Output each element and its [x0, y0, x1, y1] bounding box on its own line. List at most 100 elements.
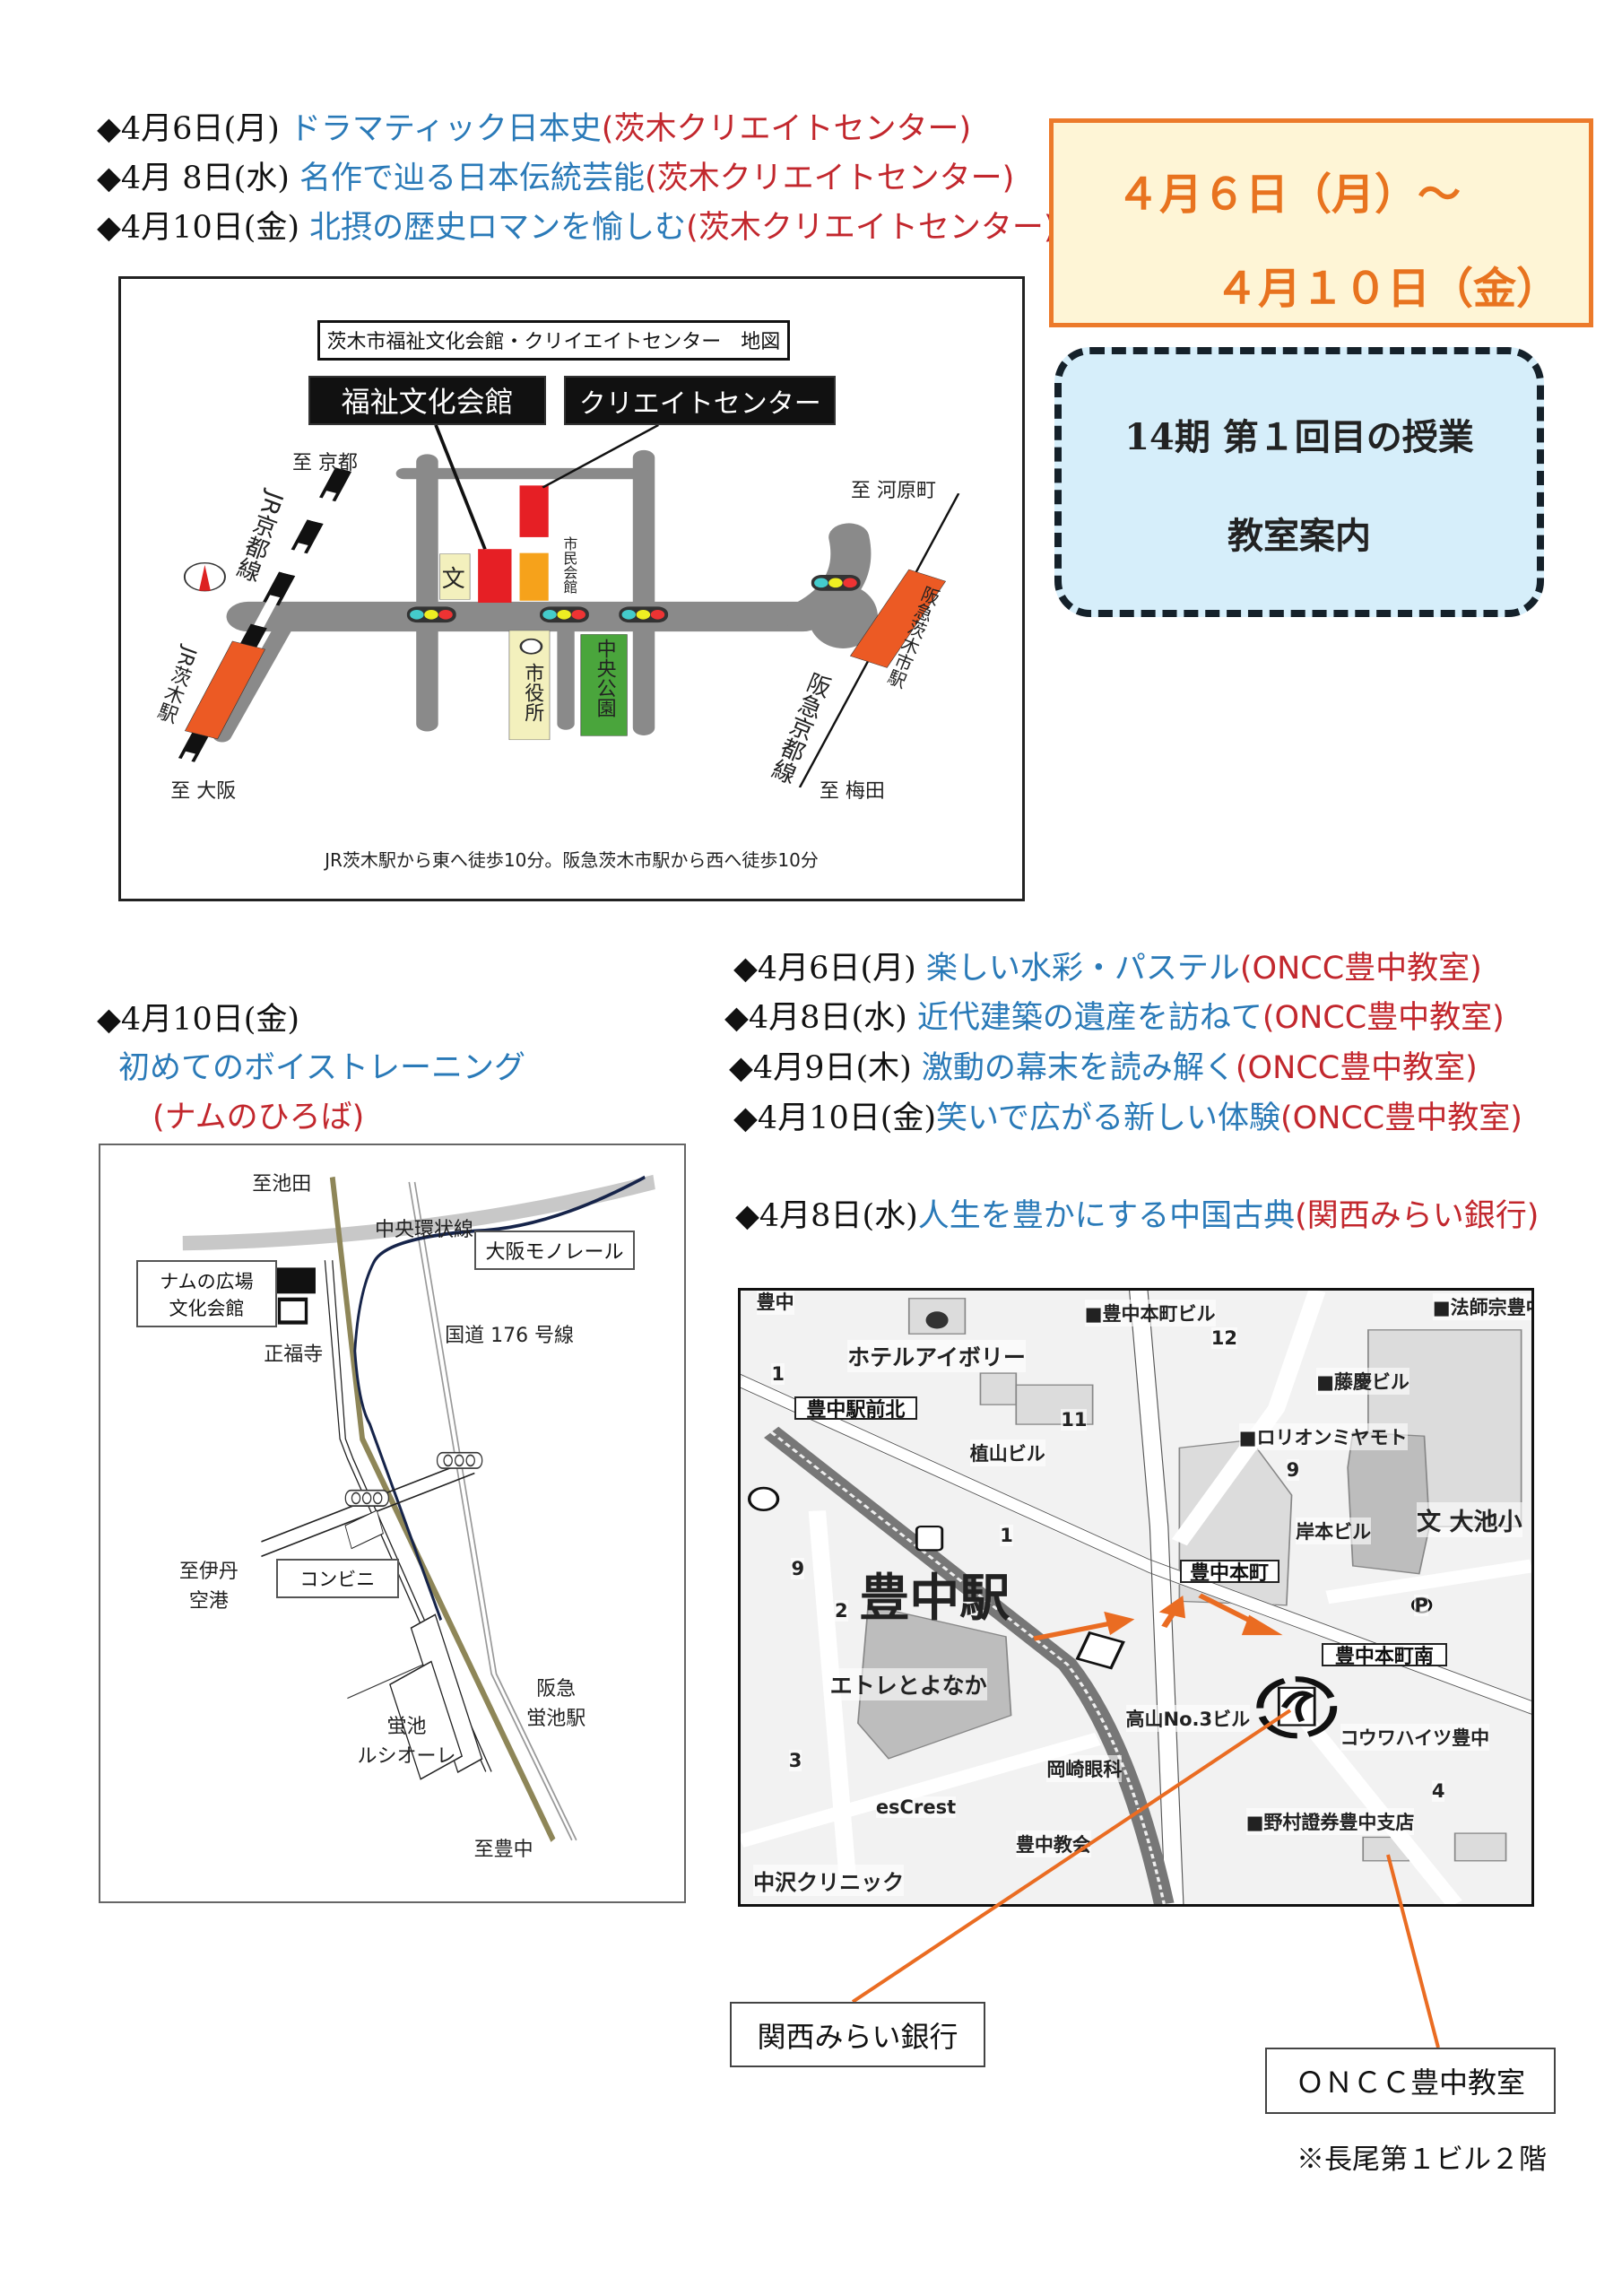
- venue: (ONCC豊中教室): [1279, 1100, 1522, 1136]
- bus-stop-label: 豊中本町: [1179, 1560, 1279, 1585]
- label: ■藤慶ビル: [1316, 1368, 1409, 1396]
- station-label: 豊中駅: [859, 1569, 1010, 1628]
- center-label: クリエイトセンター: [564, 376, 836, 426]
- venue: (茨木クリエイトセンター): [686, 210, 1056, 246]
- date-range-start: ４月６日（月）～: [1116, 170, 1462, 220]
- date: ◆4月6日(月): [733, 951, 926, 987]
- date: ◆4月10日(金): [733, 1100, 937, 1136]
- date: ◆4月10日(金): [97, 1002, 300, 1038]
- to-itami-1: 至伊丹: [178, 1561, 239, 1584]
- label: ■豊中本町ビル: [1084, 1300, 1216, 1327]
- label: ホテルアイボリー: [847, 1339, 1026, 1372]
- schedule-line: ◆4月6日(月) ドラマティック日本史(茨木クリエイトセンター): [97, 103, 971, 149]
- hotel-icon: [925, 1311, 949, 1329]
- access-note: JR茨木駅から東へ徒歩10分。阪急茨木市駅から西へ徒歩10分: [325, 849, 819, 872]
- nam-line1: ナムの広場: [160, 1270, 254, 1292]
- building-note: ※長尾第１ビル２階: [1297, 2144, 1547, 2176]
- traffic-lights: [406, 574, 861, 623]
- label: 4: [1431, 1779, 1445, 1802]
- date: ◆4月10日(金): [97, 210, 310, 246]
- label: 豊中: [756, 1291, 794, 1315]
- monorail-label: 大阪モノレール: [473, 1231, 636, 1271]
- label: ■ロリオンミヤモト: [1238, 1423, 1408, 1451]
- label: ■野村證券豊中支店: [1245, 1807, 1415, 1835]
- date: ◆4月9日(木): [729, 1050, 922, 1086]
- schedule-line: ◆4月10日(金): [97, 994, 299, 1039]
- bus-stop-label: 豊中本町南: [1322, 1642, 1447, 1668]
- station-2: 蛍池駅: [526, 1708, 586, 1731]
- schedule-line: ◆4月8日(水)人生を豊かにする中国古典(関西みらい銀行): [735, 1190, 1539, 1236]
- to-itami-2: 空港: [188, 1590, 229, 1613]
- label: 中沢クリニック: [753, 1864, 905, 1896]
- nam-hall-label: ナムの広場文化会館: [136, 1260, 277, 1328]
- nam-line2: 文化会館: [169, 1297, 245, 1319]
- venue: (ONCC豊中教室): [1239, 951, 1482, 987]
- label: P: [1414, 1594, 1428, 1616]
- info-box: 14期 第１回目の授業 教室案内: [1054, 347, 1544, 617]
- station-label: 阪急蛍池駅: [526, 1674, 585, 1734]
- lucciole-2: ルシオーレ: [357, 1745, 456, 1769]
- lucciole-1: 蛍池: [386, 1716, 427, 1739]
- police-icon: [747, 1486, 780, 1511]
- venue: (関西みらい銀行): [1295, 1198, 1540, 1234]
- route176-label: 国道 176 号線: [445, 1324, 575, 1347]
- civic-hall-label: 市民会館: [560, 535, 578, 594]
- info-title: 14期 第１回目の授業: [1124, 416, 1474, 458]
- hotarugaike-map: 至池田 中央環状線 大阪モノレール ナムの広場文化会館 正福寺 国道 176 号…: [99, 1144, 686, 1903]
- to-itami-label: 至伊丹空港: [179, 1557, 239, 1616]
- city-office-label: 市役所: [521, 663, 544, 723]
- course-title: 楽しい水彩・パステル: [925, 951, 1240, 987]
- course-title: ドラマティック日本史: [289, 111, 602, 147]
- label: 岡崎眼科: [1046, 1755, 1123, 1783]
- venue: (茨木クリエイトセンター): [645, 161, 1015, 196]
- lucciole-label: 蛍池ルシオーレ: [357, 1712, 455, 1771]
- konbini-label: コンビニ: [275, 1559, 399, 1598]
- label: ■法師宗豊中: [1432, 1293, 1531, 1321]
- central-park-label: 中央公園: [593, 638, 616, 718]
- schedule-line: ◆4月10日(金) 北摂の歴史ロマンを愉しむ(茨木クリエイトセンター): [97, 202, 1055, 248]
- course-title: 近代建築の遺産を訪ねて: [916, 1000, 1262, 1036]
- course-title: 初めてのボイストレーニング: [118, 1050, 525, 1086]
- label: 12: [1210, 1327, 1238, 1350]
- to-ikeda-label: 至池田: [252, 1173, 312, 1196]
- to-osaka-label: 至 大阪: [170, 779, 237, 803]
- date: ◆4月8日(水): [724, 1000, 917, 1036]
- school-icon: 文: [441, 566, 465, 594]
- date-range-box: ４月６日（月）～ ４月１０日（金）: [1049, 118, 1593, 327]
- ibaraki-map: 茨木市福祉文化会館・クリイエイトセンター 地図 福祉文化会館 クリエイトセンター…: [118, 276, 1025, 901]
- label: 岸本ビル: [1296, 1518, 1372, 1545]
- venue: (ナムのひろば): [152, 1100, 365, 1135]
- course-title: 名作で辿る日本伝統芸能: [299, 161, 646, 196]
- label: 9: [791, 1557, 805, 1579]
- venue: (茨木クリエイトセンター): [601, 111, 972, 147]
- oncc-callout: ＯＮＣＣ豊中教室: [1265, 2048, 1556, 2114]
- station-1: 阪急: [536, 1678, 577, 1701]
- to-kawaramachi-label: 至 河原町: [851, 479, 937, 502]
- to-umeda-label: 至 梅田: [819, 779, 885, 803]
- label: 1: [771, 1362, 785, 1385]
- label: コウワハイツ豊中: [1340, 1723, 1490, 1751]
- hall-label: 福祉文化会館: [308, 375, 547, 426]
- label: 3: [788, 1749, 802, 1771]
- schedule-line: ◆4月8日(水) 近代建築の遺産を訪ねて(ONCC豊中教室): [724, 992, 1505, 1038]
- temple-label: 正福寺: [264, 1343, 324, 1366]
- date: ◆4月6日(月): [97, 111, 290, 147]
- to-toyonaka-label: 至豊中: [473, 1839, 533, 1862]
- label: 高山No.3ビル: [1125, 1704, 1251, 1732]
- schedule-line: ◆4月6日(月) 楽しい水彩・パステル(ONCC豊中教室): [733, 943, 1482, 988]
- date: ◆4月8日(水): [735, 1198, 918, 1234]
- schedule-line: ◆4月9日(木) 激動の幕末を読み解く(ONCC豊中教室): [729, 1042, 1478, 1088]
- bus-stop-label: 豊中駅前北: [794, 1396, 917, 1422]
- label: 豊中教会: [1015, 1830, 1091, 1857]
- venue: (ONCC豊中教室): [1235, 1050, 1478, 1086]
- course-title: 激動の幕末を読み解く: [921, 1050, 1236, 1086]
- label: エトレとよなか: [829, 1667, 987, 1700]
- info-subtitle: 教室案内: [1227, 515, 1371, 557]
- ibaraki-map-graphic: [176, 424, 960, 788]
- date: ◆4月 8日(水): [97, 161, 300, 196]
- label: 11: [1061, 1409, 1088, 1431]
- schedule-line: ◆4月 8日(水) 名作で辿る日本伝統芸能(茨木クリエイトセンター): [97, 152, 1014, 198]
- label: 文 大池小: [1417, 1501, 1522, 1537]
- chuo-loop-label: 中央環状線: [374, 1218, 473, 1241]
- map-title: 茨木市福祉文化会館・クリイエイトセンター 地図: [317, 319, 790, 361]
